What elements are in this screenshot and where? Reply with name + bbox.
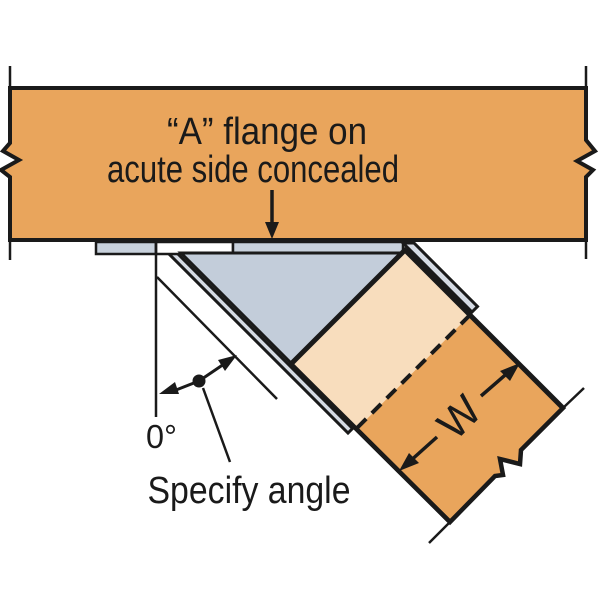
joist-break-extension-top (562, 387, 585, 409)
flange-note: “A” flange on acute side concealed (107, 111, 399, 239)
angle-arrowhead-left (159, 382, 179, 394)
joist-bottom-edge (289, 362, 452, 524)
joist-top-edge (403, 248, 565, 410)
hidden-hanger-edge-dashed (355, 313, 472, 430)
specify-angle-label: Specify angle (148, 470, 351, 512)
angle-arrowhead-right (218, 355, 237, 371)
flange-note-line1: “A” flange on (167, 111, 367, 153)
zero-degree-label: 0° (146, 418, 177, 455)
specify-angle-leader-line (201, 387, 232, 463)
hanger-far-flange-band (399, 241, 480, 315)
angle-arrow-line-left (175, 379, 200, 392)
skew-reference-line (156, 276, 278, 400)
width-arrowhead-lower (399, 453, 419, 471)
joist-concealed-portion (291, 250, 470, 429)
joist (287, 246, 585, 544)
hanger-top-flange-left (94, 240, 158, 256)
joist-break-extension-bottom (428, 521, 451, 544)
header-beam (0, 66, 599, 260)
joist-end-cut-edge (289, 248, 407, 366)
flange-note-arrowhead (265, 222, 279, 239)
width-arrowhead-upper (500, 363, 520, 381)
hanger (94, 239, 480, 436)
header-beam-body (0, 86, 599, 242)
flange-note-line2: acute side concealed (107, 149, 399, 191)
angle-annotation: 0° Specify angle (146, 240, 351, 512)
